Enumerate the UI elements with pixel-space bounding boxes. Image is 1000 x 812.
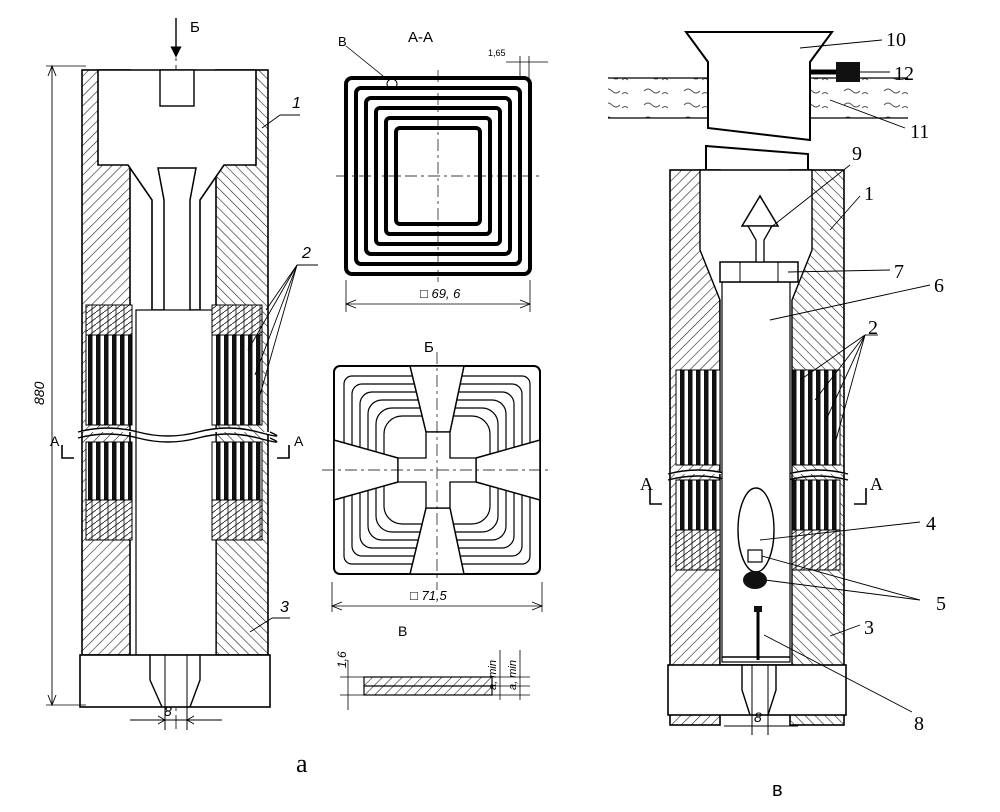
figure-v — [608, 31, 931, 735]
section-mark-a-right: А — [294, 433, 304, 449]
view-b — [322, 352, 552, 612]
part-label-3-b: 3 — [864, 617, 874, 639]
size-dim-696: □ 69, 6 — [420, 286, 461, 301]
part-label-6: 6 — [934, 275, 944, 297]
caption-a: а — [296, 749, 308, 778]
part-label-1-a: 1 — [292, 95, 301, 112]
part-label-2-a: 2 — [301, 245, 311, 262]
section-aa-title: А-А — [408, 29, 433, 46]
part-label-7: 7 — [894, 261, 904, 283]
thickness-dim-label: 1,65 — [488, 48, 506, 58]
detail-v — [340, 650, 530, 710]
section-mark-a-left: А — [50, 433, 60, 449]
part-label-5: 5 — [936, 593, 946, 615]
section-mark-a-left-b: А — [640, 474, 653, 494]
detail-v-title: В — [398, 623, 407, 639]
detail-v-callout: В — [338, 34, 347, 49]
section-aa — [336, 45, 548, 312]
labels: Б 880 8 1 2 3 А А а А-А В 1,65 □ 69, 6 Б… — [31, 19, 946, 801]
section-mark-a-right-b: А — [870, 474, 883, 494]
figure-a — [46, 18, 318, 730]
size-dim-715: □ 71,5 — [410, 588, 448, 603]
part-label-4: 4 — [926, 513, 936, 535]
part-label-9: 9 — [852, 143, 862, 165]
arrow-b-label: Б — [190, 19, 200, 36]
part-label-3-a: 3 — [280, 599, 289, 616]
detail-dim-amin-2: a, min — [507, 660, 519, 690]
detail-dim-16: 1,6 — [335, 651, 349, 668]
height-dim-label: 880 — [31, 381, 47, 405]
caption-b: в — [772, 779, 783, 801]
part-label-2-b: 2 — [868, 317, 878, 339]
part-label-11: 11 — [910, 121, 929, 143]
bottom-dim-label-a: 8 — [164, 703, 172, 719]
part-label-12: 12 — [894, 63, 914, 85]
part-label-1-b: 1 — [864, 183, 874, 205]
part-label-8: 8 — [914, 713, 924, 735]
detail-dim-amin-1: a, min — [487, 660, 499, 690]
part-label-10: 10 — [886, 29, 906, 51]
bottom-dim-label-b: 8 — [754, 709, 762, 725]
view-b-title: Б — [424, 339, 434, 356]
